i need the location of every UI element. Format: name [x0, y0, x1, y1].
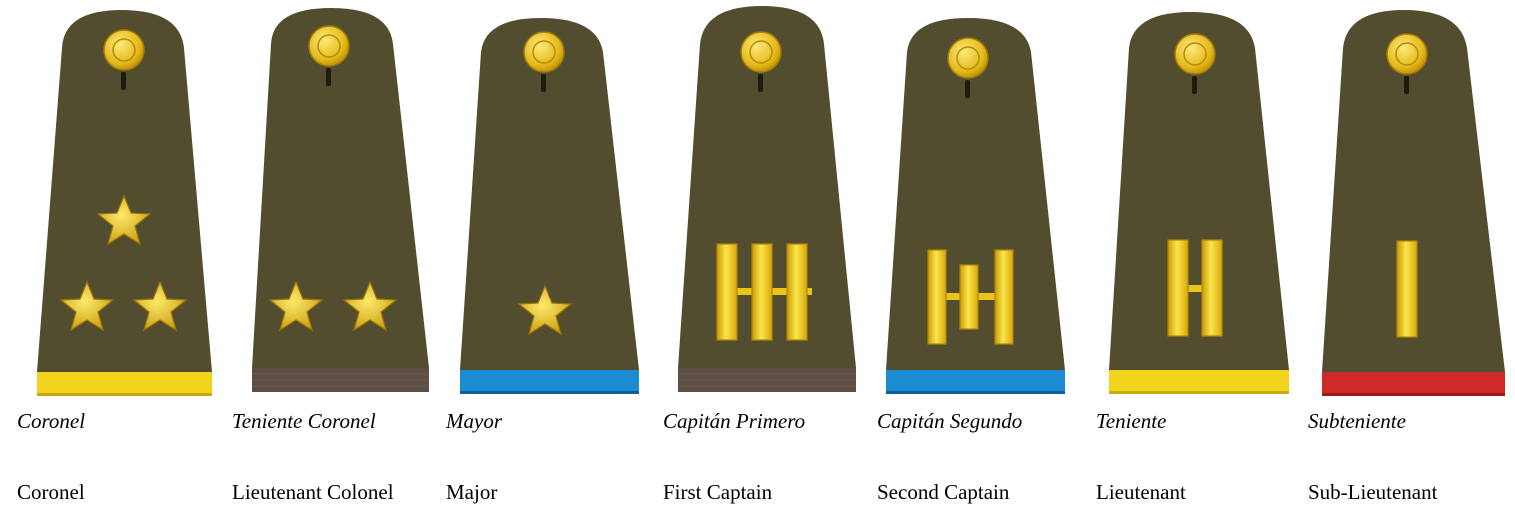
bar-icon — [927, 249, 947, 345]
button-icon — [947, 37, 989, 79]
button-icon — [1386, 33, 1428, 75]
shoulder-board — [1322, 10, 1505, 396]
rank-name-spanish: Teniente Coronel — [232, 409, 376, 433]
board-body — [252, 8, 429, 368]
rank-name-english: Lieutenant Colonel — [232, 480, 394, 504]
star-icon — [342, 280, 398, 332]
button-icon — [740, 31, 782, 73]
rank-name-english: Major — [446, 480, 498, 504]
button-icon — [1174, 33, 1216, 75]
shoulder-board — [1109, 12, 1289, 394]
rank-subteniente: Subteniente Sub-Lieutenant — [1307, 0, 1515, 510]
rank-capitan-primero: Capitán Primero First Captain — [662, 0, 877, 510]
shoulder-board — [678, 6, 856, 392]
star-icon — [268, 280, 324, 332]
rank-stripe — [37, 372, 212, 394]
bar-icon — [1396, 240, 1418, 338]
rank-name-english: Coronel — [17, 480, 85, 504]
rank-mayor: Mayor Major — [443, 0, 658, 510]
rank-name-spanish: Mayor — [446, 409, 502, 433]
board-body — [37, 10, 212, 372]
rank-name-spanish: Subteniente — [1308, 409, 1406, 433]
bar-icon — [959, 264, 979, 330]
rank-coronel: Coronel Coronel — [17, 0, 232, 510]
rank-stripe — [1322, 372, 1505, 394]
bar-icon — [994, 249, 1014, 345]
star-icon — [59, 280, 115, 332]
bar-icon — [786, 243, 808, 341]
rank-name-spanish: Capitán Primero — [663, 409, 806, 433]
rank-name-spanish: Capitán Segundo — [877, 409, 1023, 433]
rank-stripe — [1109, 370, 1289, 392]
button-icon — [523, 31, 565, 73]
rank-teniente-coronel: Teniente Coronel Lieutenant Colonel — [232, 0, 447, 510]
rank-name-english: Second Captain — [877, 480, 1010, 504]
board-body — [460, 18, 639, 370]
rank-name-english: Sub-Lieutenant — [1308, 480, 1438, 504]
shoulder-board — [886, 18, 1065, 394]
shoulder-board — [252, 8, 429, 392]
rank-stripe — [886, 370, 1065, 392]
rank-capitan-segundo: Capitán Segundo Second Captain — [871, 0, 1086, 510]
button-icon — [103, 29, 145, 71]
bar-icon — [716, 243, 738, 341]
shoulder-board — [37, 10, 212, 396]
shoulder-board — [460, 18, 639, 394]
rank-stripe — [460, 370, 639, 392]
rank-name-english: First Captain — [663, 480, 773, 504]
star-icon — [96, 194, 152, 246]
star-icon — [132, 280, 188, 332]
rank-name-spanish: Teniente — [1096, 409, 1167, 433]
star-icon — [517, 284, 573, 336]
bar-icon — [1201, 239, 1223, 337]
board-body — [1109, 12, 1289, 370]
board-body — [1322, 10, 1505, 372]
bar-icon — [751, 243, 773, 341]
rank-name-english: Lieutenant — [1096, 480, 1186, 504]
bar-icon — [1167, 239, 1189, 337]
rank-teniente: Teniente Lieutenant — [1093, 0, 1308, 510]
button-icon — [308, 25, 350, 67]
rank-name-spanish: Coronel — [17, 409, 86, 433]
